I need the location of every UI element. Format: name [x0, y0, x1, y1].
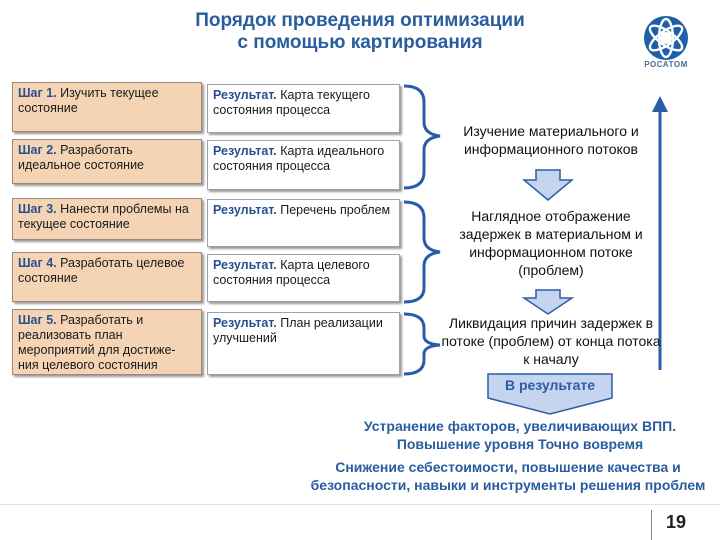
step-3-label: Шаг 3.	[18, 202, 57, 216]
result-4-label: Результат.	[213, 258, 277, 272]
step-2-box: Шаг 2. Разработать идеальное состояние	[12, 139, 202, 184]
step-2-text: Разработать идеальное состояние	[18, 143, 145, 172]
down-arrow-2-icon	[521, 289, 575, 315]
outcome-3: Снижение себестоимости, повышение качест…	[310, 459, 706, 493]
step-1-box: Шаг 1. Изучить текущее состояние	[12, 82, 202, 132]
brace-2-icon	[403, 200, 441, 304]
result-3-text: Перечень проблем	[280, 203, 391, 217]
down-arrow-1-icon	[521, 169, 575, 201]
logo-text: РОСАТОМ	[644, 60, 688, 69]
result-2-label: Результат.	[213, 144, 277, 158]
result-banner-arrow-icon	[487, 373, 613, 415]
brace-3-icon	[403, 312, 441, 376]
result-5-label: Результат.	[213, 316, 277, 330]
stage-1-text: Изучение материального и информационного…	[463, 123, 639, 157]
stage-2-text: Наглядное отображение задержек в материа…	[459, 208, 643, 278]
result-4-box: Результат. Карта целевого состояния проц…	[207, 254, 400, 302]
outcome-1: Устранение факторов, увеличивающих ВПП.	[363, 418, 677, 434]
footer-divider	[0, 504, 720, 505]
step-5-box: Шаг 5. Разработать и реализовать план ме…	[12, 309, 202, 375]
result-2-box: Результат. Карта идеального состояния пр…	[207, 140, 400, 190]
step-4-label: Шаг 4.	[18, 256, 57, 270]
result-5-text: План реализации улучшений	[213, 316, 383, 345]
result-1-box: Результат. Карта текущего состояния проц…	[207, 84, 400, 133]
step-4-box: Шаг 4. Разработать целевое состояние	[12, 252, 202, 302]
page-title-line-2: с помощью картирования	[237, 32, 483, 53]
step-1-text: Изучить текущее состояние	[18, 86, 159, 115]
result-5-box: Результат. План реализации улучшений	[207, 312, 400, 375]
page-title: Порядок проведения оптимизации с помощью…	[150, 10, 570, 54]
result-banner-label: В результате	[504, 377, 596, 393]
result-1-text: Карта текущего состояния процесса	[213, 88, 370, 117]
step-3-box: Шаг 3. Нанести проблемы на текущее состо…	[12, 198, 202, 240]
step-2-label: Шаг 2.	[18, 143, 57, 157]
rosatom-logo-icon	[644, 16, 688, 60]
stage-3-text: Ликвидация причин задержек в потоке (про…	[441, 315, 661, 367]
outcome-2: Повышение уровня Точно вовремя	[396, 436, 644, 452]
page-title-line-1: Порядок проведения оптимизации	[195, 10, 525, 31]
result-1-label: Результат.	[213, 88, 277, 102]
up-arrow-head-icon	[652, 96, 668, 112]
step-1-label: Шаг 1.	[18, 86, 57, 100]
step-3-text: Нанести проблемы на текущее состояние	[18, 202, 189, 231]
step-5-text: Разработать и реализовать план мероприят…	[18, 313, 176, 372]
step-5-label: Шаг 5.	[18, 313, 57, 327]
result-4-text: Карта целевого состояния процесса	[213, 258, 370, 287]
result-3-box: Результат. Перечень проблем	[207, 199, 400, 247]
result-3-label: Результат.	[213, 203, 277, 217]
brace-1-icon	[403, 84, 441, 190]
page-number-divider	[651, 510, 652, 540]
step-4-text: Разработать целевое состояние	[18, 256, 185, 285]
page-number: 19	[666, 512, 687, 532]
result-2-text: Карта идеального состояния процесса	[213, 144, 385, 173]
